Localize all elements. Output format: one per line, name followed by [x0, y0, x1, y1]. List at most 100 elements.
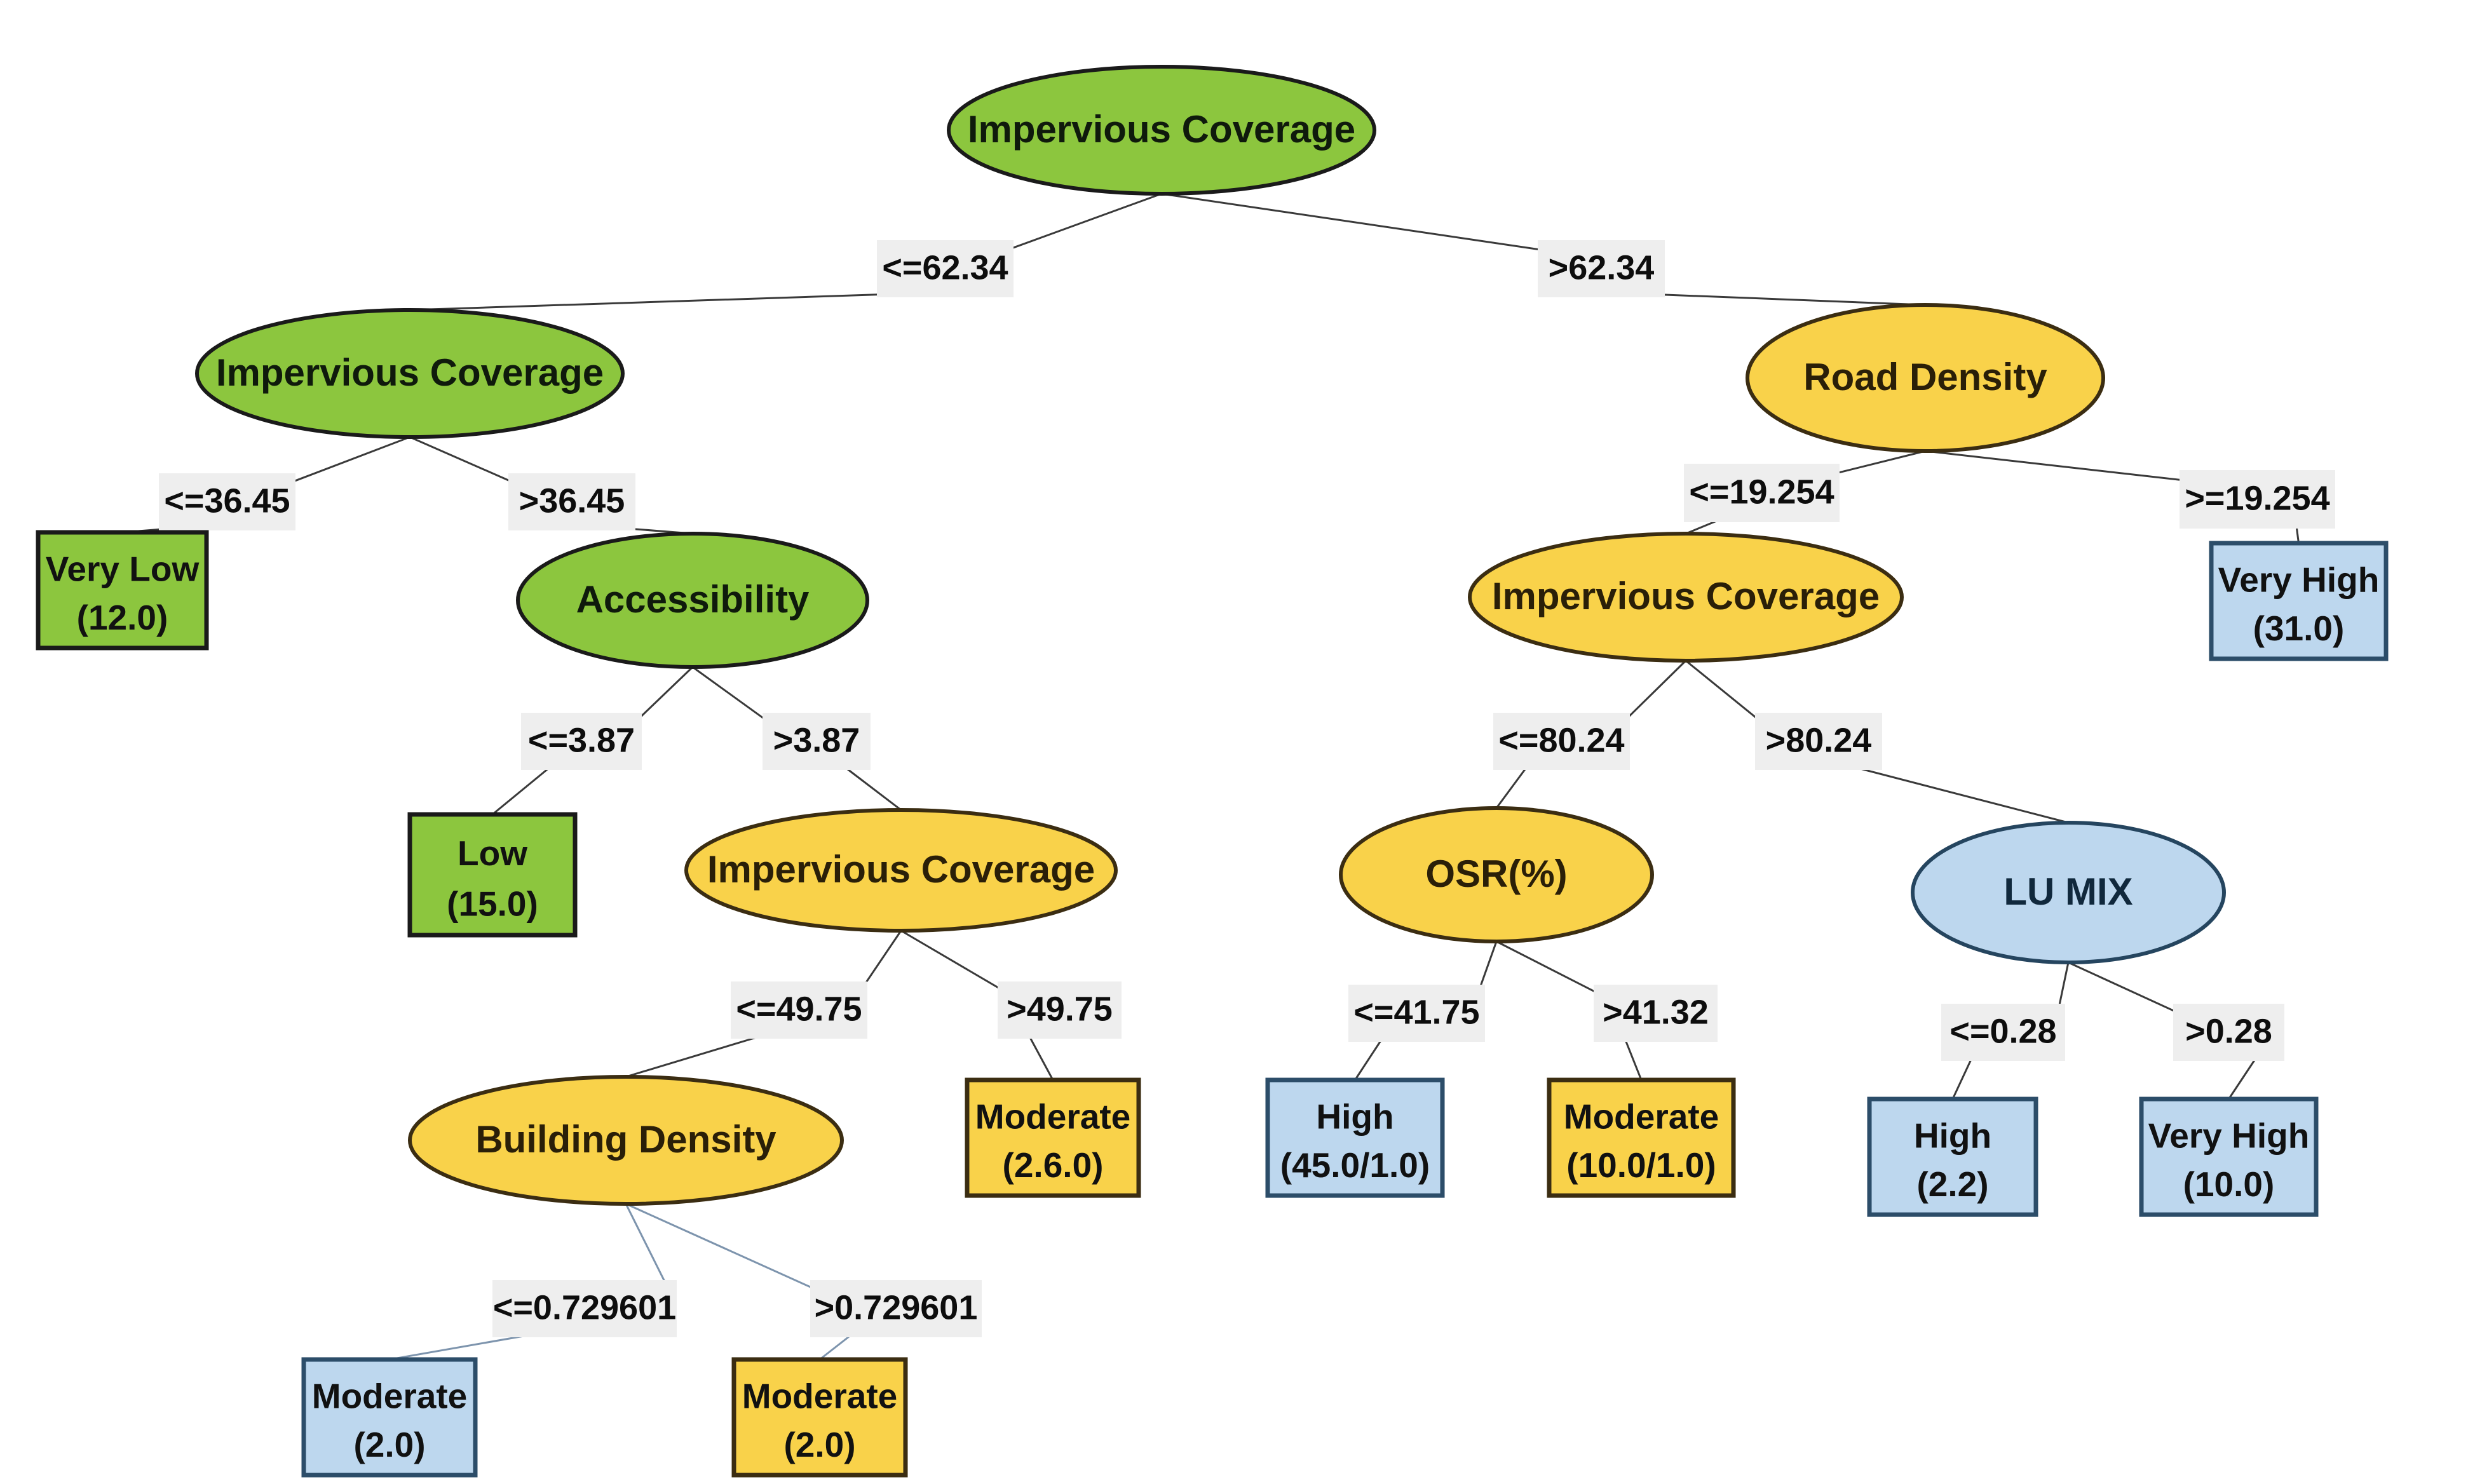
node-label: Impervious Coverage [1492, 575, 1880, 617]
tree-edge-lower [389, 1332, 539, 1361]
edge-condition-label: <=41.75 [1348, 985, 1485, 1042]
edge-label-text: >3.87 [773, 721, 860, 759]
leaf-class-label: Very High [2218, 560, 2380, 599]
node-label: Building Density [475, 1118, 776, 1161]
tree-leaf-l3[interactable]: Low (15.0) [407, 812, 578, 938]
tree-node-n6[interactable]: OSR(%) [1339, 806, 1654, 943]
tree-edge-lower [819, 1332, 854, 1361]
edge-label-text: >49.75 [1007, 990, 1113, 1028]
edge-condition-label: <=19.254 [1684, 464, 1840, 522]
node-shape-ellipse [516, 532, 869, 669]
leaf-count-label: (15.0) [447, 884, 538, 924]
edge-label-text: <=0.729601 [493, 1288, 676, 1326]
tree-edge-upper [1496, 940, 1602, 996]
node-label: Accessibility [576, 578, 810, 621]
leaf-shape-rect [965, 1077, 1141, 1198]
tree-node-n4[interactable]: Impervious Coverage [1468, 532, 1904, 663]
leaf-count-label: (2.0) [353, 1425, 425, 1464]
edge-label-text: <=0.28 [1949, 1012, 2056, 1050]
tree-leaf-l6[interactable]: Moderate(10.0/1.0) [1547, 1077, 1736, 1198]
edge-condition-label: >0.729601 [810, 1280, 982, 1337]
tree-leaf-l8[interactable]: Very High(10.0) [2139, 1096, 2319, 1217]
tree-node-n1[interactable]: Impervious Coverage [195, 308, 625, 439]
tree-edge-lower [1632, 292, 1926, 306]
tree-node-n2[interactable]: Road Density [1746, 303, 2105, 453]
edge-condition-label: <=0.28 [1941, 1004, 2065, 1061]
edge-condition-label: >62.34 [1538, 240, 1665, 297]
leaf-count-label: (2.2) [1916, 1164, 1988, 1204]
edge-label-layer: <=62.34 >62.34 <=36.45 >36.45 <=19.254 >=19.2… [159, 240, 2335, 1337]
leaf-class-label: Low [458, 833, 527, 873]
edge-condition-label: <=3.87 [521, 713, 642, 770]
tree-edge-upper [409, 436, 517, 485]
leaf-shape-rect [2209, 541, 2389, 661]
edge-label-background [731, 981, 867, 1039]
edge-condition-label: <=80.24 [1493, 713, 1630, 770]
edge-condition-label: >49.75 [998, 981, 1122, 1039]
tree-leaf-l2[interactable]: Very High(31.0) [2209, 541, 2389, 661]
edge-label-text: <=41.75 [1353, 993, 1479, 1031]
edge-label-background [877, 240, 1014, 297]
tree-node-n8[interactable]: Building Density [408, 1075, 844, 1206]
edge-condition-label: >=19.254 [2180, 470, 2335, 529]
edge-label-background [2180, 470, 2335, 529]
tree-node-n5[interactable]: Impervious Coverage [684, 808, 1118, 933]
node-label: Impervious Coverage [216, 351, 604, 394]
leaf-class-label: Moderate [1564, 1096, 1719, 1136]
tree-edge-lower [1495, 766, 1528, 809]
leaf-count-label: (45.0/1.0) [1280, 1145, 1430, 1185]
leaf-shape-rect [1265, 1077, 1445, 1198]
edge-label-background [1493, 713, 1630, 770]
edge-label-text: <=3.87 [528, 721, 635, 759]
edge-label-text: >0.729601 [815, 1288, 978, 1326]
edge-label-text: <=49.75 [736, 990, 862, 1028]
tree-node-n7[interactable]: LU MIX [1911, 821, 2226, 964]
tree-leaf-l4[interactable]: Moderate(2.6.0) [965, 1077, 1141, 1198]
tree-edge-lower [625, 1034, 766, 1078]
edge-condition-label: >80.24 [1755, 713, 1882, 770]
tree-leaf-l5[interactable]: High(45.0/1.0) [1265, 1077, 1445, 1198]
leaf-shape-rect [407, 812, 578, 938]
edge-condition-label: >36.45 [508, 473, 635, 530]
tree-leaf-l10[interactable]: Moderate(2.0) [731, 1357, 908, 1478]
leaf-shape-rect [2139, 1096, 2319, 1217]
leaf-count-label: (2.6.0) [1003, 1145, 1104, 1185]
edge-label-text: >80.24 [1766, 721, 1872, 759]
tree-edge-lower [409, 292, 911, 311]
edge-condition-label: <=0.729601 [492, 1280, 677, 1337]
tree-edge-upper [900, 929, 1006, 993]
leaf-shape-rect [301, 1357, 478, 1478]
node-label: Impervious Coverage [707, 848, 1095, 891]
leaf-class-label: High [1914, 1116, 1991, 1155]
leaf-class-label: Very Low [46, 549, 200, 588]
tree-edge-lower [2228, 1056, 2258, 1100]
tree-node-n0[interactable]: Impervious Coverage [947, 65, 1376, 196]
leaf-shape-rect [1867, 1096, 2038, 1217]
edge-label-text: >41.32 [1603, 993, 1709, 1031]
tree-node-n3[interactable]: Accessibility [516, 532, 869, 669]
tree-edge-lower [1951, 1056, 1974, 1100]
node-shape-ellipse [1746, 303, 2105, 453]
node-shape-ellipse [947, 65, 1376, 196]
edge-label-background [1538, 240, 1665, 297]
edge-label-background [1684, 464, 1840, 522]
node-shape-ellipse [1468, 532, 1904, 663]
leaf-count-label: (12.0) [77, 598, 168, 637]
tree-edge-upper [1621, 659, 1687, 724]
tree-leaf-l1[interactable]: Very Low (12.0) [36, 530, 209, 651]
edge-label-background [1594, 985, 1718, 1042]
tree-edge-upper [633, 666, 694, 724]
edge-condition-label: >3.87 [763, 713, 871, 770]
tree-edge-upper [1925, 450, 2188, 482]
tree-edge-lower [843, 765, 902, 811]
tree-edge-upper [1161, 192, 1546, 252]
edge-condition-label: <=36.45 [159, 473, 295, 530]
edge-label-text: <=80.24 [1498, 721, 1624, 759]
tree-leaf-l9[interactable]: Moderate(2.0) [301, 1357, 478, 1478]
node-shape-ellipse [408, 1075, 844, 1206]
leaf-shape-rect [1547, 1077, 1736, 1198]
tree-leaf-l7[interactable]: High (2.2) [1867, 1096, 2038, 1217]
edge-condition-label: <=62.34 [877, 240, 1014, 297]
tree-edge-upper [2068, 961, 2181, 1015]
